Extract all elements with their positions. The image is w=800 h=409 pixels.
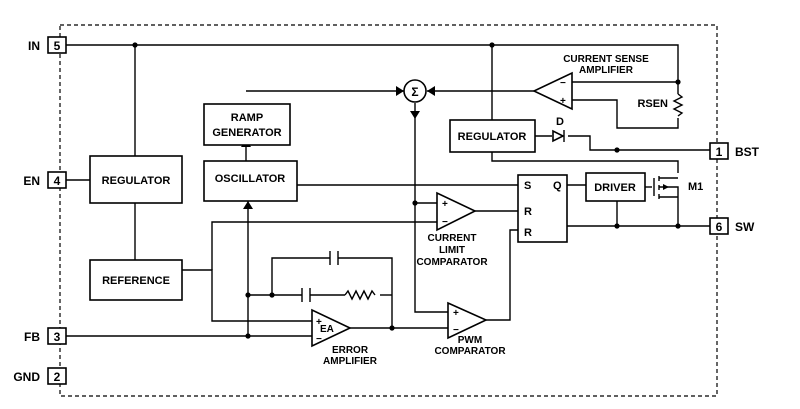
rsen-label: RSEN bbox=[637, 98, 668, 110]
cs-plus-sign: + bbox=[560, 96, 566, 107]
pin-sw-label: SW bbox=[735, 220, 755, 234]
latch-r2-label: R bbox=[524, 227, 532, 239]
mosfet-label: M1 bbox=[688, 181, 703, 193]
wires bbox=[66, 44, 710, 337]
cs-label-line1: CURRENT SENSE bbox=[563, 54, 649, 65]
summing-junction: Σ bbox=[403, 79, 427, 103]
ea-minus-sign: − bbox=[316, 334, 322, 345]
pin-in-number: 5 bbox=[54, 39, 61, 53]
pwm-plus-sign: + bbox=[453, 308, 459, 319]
pwm-comparator: + − PWM COMPARATOR bbox=[434, 301, 506, 357]
sum-symbol: Σ bbox=[411, 85, 418, 99]
latch-r1-label: R bbox=[524, 206, 532, 218]
regulator-right-label: REGULATOR bbox=[458, 131, 527, 143]
pin-en-number: 4 bbox=[54, 174, 61, 188]
pin-gnd-number: 2 bbox=[54, 370, 61, 384]
sr-latch: S R R Q bbox=[517, 174, 568, 243]
arrow-cs-sum bbox=[427, 86, 435, 96]
arrow-sum-down bbox=[410, 111, 420, 119]
cs-minus-sign: − bbox=[560, 78, 566, 89]
pin-fb-label: FB bbox=[24, 330, 40, 344]
cl-label-line3: COMPARATOR bbox=[416, 257, 488, 268]
pwm-label-line1: PWM bbox=[458, 335, 482, 346]
package-outline bbox=[59, 24, 718, 397]
reference-block: REFERENCE bbox=[89, 259, 183, 301]
regulator-left-block: REGULATOR bbox=[89, 155, 183, 204]
cs-label-line2: AMPLIFIER bbox=[579, 65, 634, 76]
driver-block: DRIVER bbox=[585, 172, 646, 202]
pin-fb-number: 3 bbox=[54, 330, 61, 344]
ea-plus-sign: + bbox=[316, 317, 322, 328]
ramp-label-line1: RAMP bbox=[231, 112, 263, 124]
pin-sw-number: 6 bbox=[716, 220, 723, 234]
mosfet-m1: M1 bbox=[653, 176, 703, 202]
compensation-capacitor-bottom bbox=[301, 288, 311, 302]
oscillator-block: OSCILLATOR bbox=[203, 160, 298, 202]
current-limit-comparator: + − CURRENT LIMIT COMPARATOR bbox=[416, 191, 488, 268]
compensation-resistor bbox=[344, 289, 376, 301]
ea-inside-label: EA bbox=[320, 324, 334, 335]
pin-bst-label: BST bbox=[735, 145, 760, 159]
latch-s-label: S bbox=[524, 180, 531, 192]
ramp-generator-block: RAMP GENERATOR bbox=[203, 103, 291, 146]
driver-label: DRIVER bbox=[594, 182, 636, 194]
pin-gnd-label: GND bbox=[13, 370, 40, 384]
pin-in: 5 IN bbox=[28, 36, 67, 54]
compensation-capacitor-top bbox=[329, 251, 339, 265]
cl-label-line1: CURRENT bbox=[428, 233, 477, 244]
latch-q-label: Q bbox=[553, 180, 562, 192]
pin-in-label: IN bbox=[28, 39, 40, 53]
pin-fb: 3 FB bbox=[24, 327, 67, 345]
current-sense-amplifier: − + CURRENT SENSE AMPLIFIER bbox=[532, 54, 649, 111]
pwm-label-line2: COMPARATOR bbox=[434, 346, 506, 357]
pin-en-label: EN bbox=[23, 174, 40, 188]
junction-dots bbox=[132, 42, 681, 339]
cl-plus-sign: + bbox=[442, 199, 448, 210]
error-amplifier: + − EA ERROR AMPLIFIER bbox=[311, 308, 378, 367]
pwm-minus-sign: − bbox=[453, 325, 459, 336]
diode-label: D bbox=[556, 116, 564, 128]
ea-label-line1: ERROR bbox=[332, 345, 369, 356]
ea-label-line2: AMPLIFIER bbox=[323, 356, 378, 367]
diode-d: D bbox=[552, 116, 565, 143]
reference-label: REFERENCE bbox=[102, 275, 170, 287]
pin-bst: 1 BST bbox=[709, 142, 760, 160]
ramp-label-line2: GENERATOR bbox=[212, 127, 281, 139]
cl-minus-sign: − bbox=[442, 217, 448, 228]
arrow-fb-osc bbox=[243, 201, 253, 209]
pin-bst-number: 1 bbox=[716, 145, 723, 159]
oscillator-label: OSCILLATOR bbox=[215, 173, 286, 185]
arrow-ramp-sum bbox=[396, 86, 404, 96]
pin-en: 4 EN bbox=[23, 171, 67, 189]
cl-label-line2: LIMIT bbox=[439, 245, 465, 256]
pin-gnd: 2 GND bbox=[13, 367, 67, 385]
regulator-left-label: REGULATOR bbox=[102, 175, 171, 187]
rsen-resistor: RSEN bbox=[637, 82, 684, 117]
pin-sw: 6 SW bbox=[709, 217, 755, 235]
regulator-right-block: REGULATOR bbox=[449, 119, 536, 153]
